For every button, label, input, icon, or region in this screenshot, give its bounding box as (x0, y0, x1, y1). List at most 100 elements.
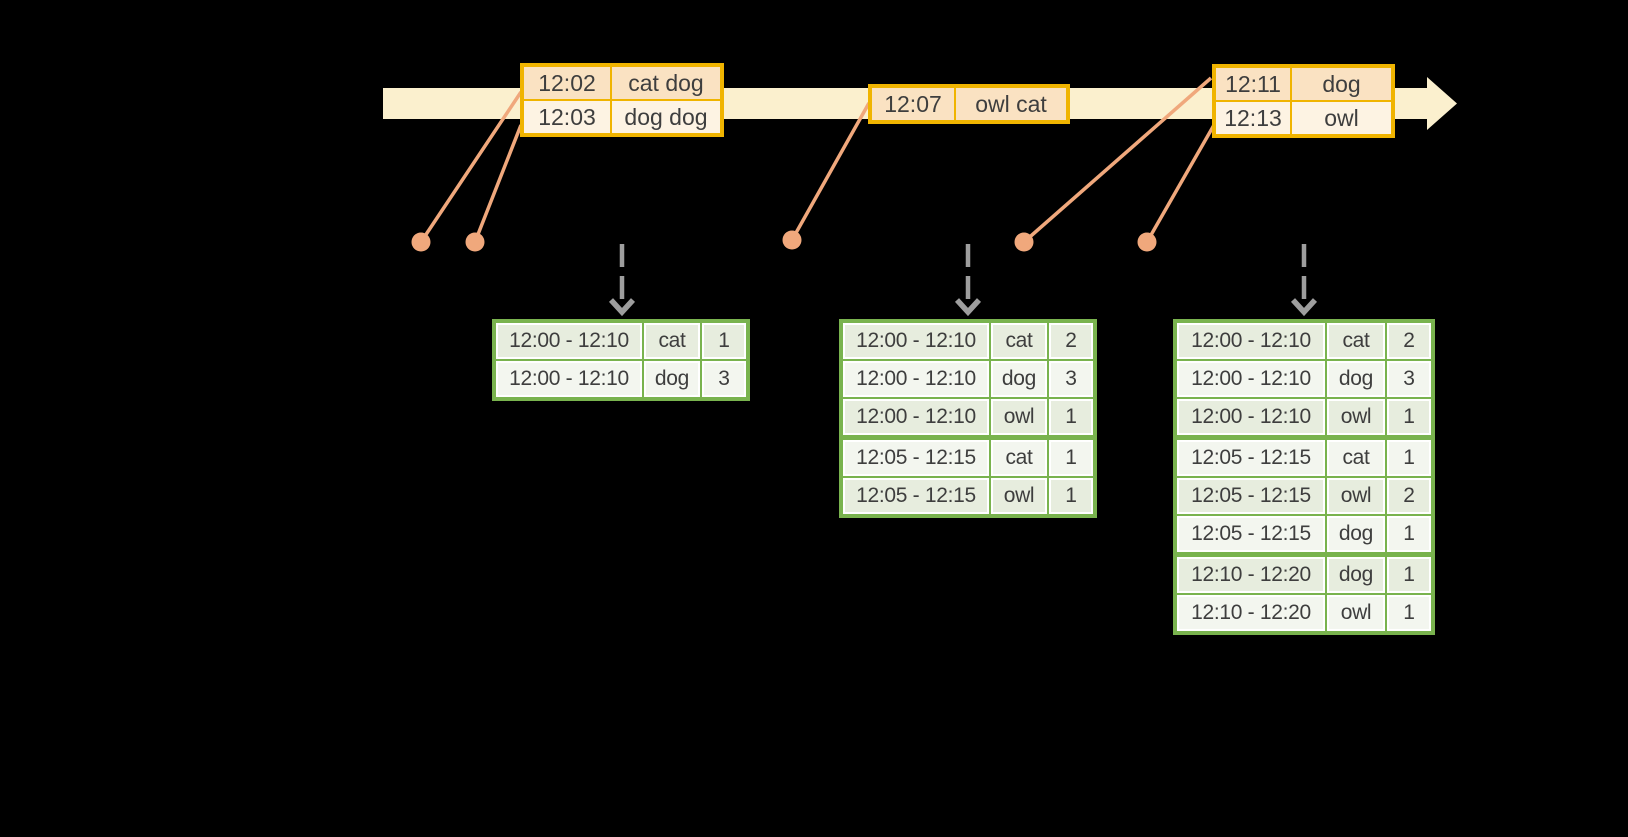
window-cell: 12:05 - 12:15 (1177, 478, 1325, 514)
trigger-arrows (608, 244, 1318, 317)
window-cell: 12:10 - 12:20 (1177, 557, 1325, 593)
count-cell: 2 (1049, 323, 1093, 359)
event-words-cell: owl (1292, 102, 1391, 134)
word-cell: dog (644, 361, 700, 397)
trigger-arrow (1290, 244, 1318, 317)
event-words-cell: dog (1292, 68, 1391, 100)
word-cell: dog (1327, 361, 1385, 397)
window-cell: 12:05 - 12:15 (843, 440, 989, 476)
count-cell: 1 (702, 323, 746, 359)
window-cell: 12:05 - 12:15 (843, 478, 989, 514)
window-cell: 12:05 - 12:15 (1177, 516, 1325, 552)
count-cell: 2 (1387, 323, 1431, 359)
word-cell: cat (991, 440, 1047, 476)
window-cell: 12:00 - 12:10 (1177, 399, 1325, 435)
count-cell: 1 (1387, 440, 1431, 476)
window-cell: 12:00 - 12:10 (1177, 361, 1325, 397)
event-connector-line (790, 102, 871, 241)
count-cell: 1 (1387, 516, 1431, 552)
event-connector-line (1145, 124, 1216, 243)
event-dot (782, 230, 802, 250)
trigger-arrow (608, 244, 636, 317)
word-cell: owl (1327, 595, 1385, 631)
count-cell: 1 (1049, 440, 1093, 476)
window-cell: 12:00 - 12:10 (843, 361, 989, 397)
event-dot (411, 232, 431, 252)
word-cell: cat (1327, 440, 1385, 476)
count-cell: 1 (1387, 595, 1431, 631)
event-connectors (419, 76, 1216, 244)
event-words-cell: cat dog (612, 67, 720, 99)
event-dot (1014, 232, 1034, 252)
count-cell: 3 (1049, 361, 1093, 397)
event-connector-line (1022, 76, 1213, 244)
count-cell: 3 (1387, 361, 1431, 397)
word-cell: owl (991, 478, 1047, 514)
trigger-arrow-head (954, 298, 982, 317)
window-cell: 12:00 - 12:10 (496, 361, 642, 397)
event-words-cell: dog dog (612, 101, 720, 133)
count-cell: 3 (702, 361, 746, 397)
event-time-cell: 12:13 (1216, 102, 1290, 134)
event-connector-line (419, 91, 523, 243)
window-cell: 12:00 - 12:10 (1177, 323, 1325, 359)
event-time-cell: 12:11 (1216, 68, 1290, 100)
word-cell: owl (1327, 478, 1385, 514)
event-dots (411, 230, 1157, 252)
event-time-cell: 12:03 (524, 101, 610, 133)
word-cell: dog (1327, 557, 1385, 593)
event-time-cell: 12:02 (524, 67, 610, 99)
word-cell: cat (644, 323, 700, 359)
window-cell: 12:10 - 12:20 (1177, 595, 1325, 631)
window-cell: 12:00 - 12:10 (843, 323, 989, 359)
window-cell: 12:00 - 12:10 (843, 399, 989, 435)
count-cell: 1 (1049, 478, 1093, 514)
count-cell: 2 (1387, 478, 1431, 514)
word-cell: dog (1327, 516, 1385, 552)
count-cell: 1 (1387, 557, 1431, 593)
trigger-arrow-head (608, 298, 636, 317)
event-time-cell: 12:07 (872, 88, 954, 120)
trigger-arrow (954, 244, 982, 317)
event-connector-line (473, 124, 523, 243)
trigger-arrow-head (1290, 298, 1318, 317)
count-cell: 1 (1387, 399, 1431, 435)
word-cell: cat (1327, 323, 1385, 359)
count-cell: 1 (1049, 399, 1093, 435)
word-cell: dog (991, 361, 1047, 397)
word-cell: cat (991, 323, 1047, 359)
event-dot (465, 232, 485, 252)
window-cell: 12:00 - 12:10 (496, 323, 642, 359)
event-words-cell: owl cat (956, 88, 1066, 120)
word-cell: owl (991, 399, 1047, 435)
window-cell: 12:05 - 12:15 (1177, 440, 1325, 476)
word-cell: owl (1327, 399, 1385, 435)
